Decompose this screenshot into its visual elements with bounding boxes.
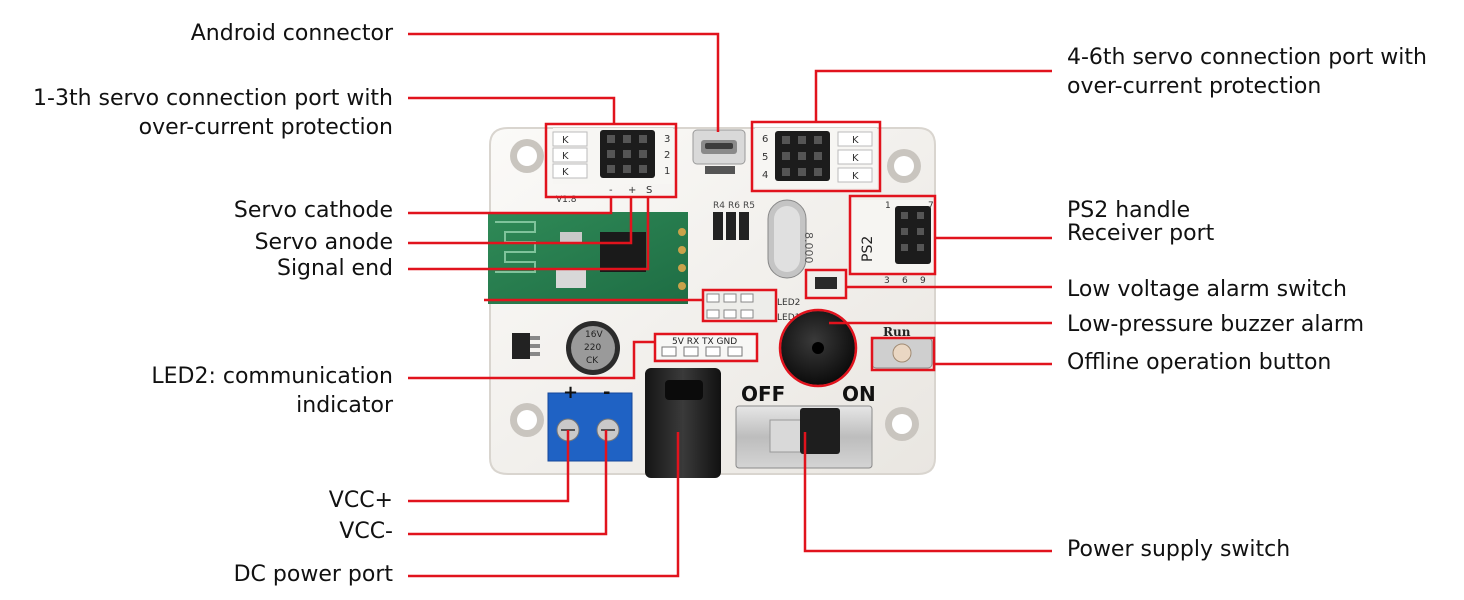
servo-header-4-6: 6 5 4 K K K: [755, 128, 877, 188]
svg-text:K: K: [562, 151, 569, 162]
svg-text:6: 6: [902, 276, 908, 286]
svg-text:CK: CK: [586, 356, 599, 366]
svg-text:ON: ON: [842, 382, 876, 406]
buzzer: [781, 311, 855, 385]
bluetooth-module: [488, 212, 688, 304]
frame-jumper: [804, 268, 848, 300]
leader-led2: [408, 340, 655, 380]
frame-uart: [653, 332, 759, 363]
uart-header: 5V RX TX GND: [654, 333, 758, 361]
label-servo-port-4-6: 4-6th servo connection port with over-cu…: [1067, 45, 1427, 99]
svg-text:K: K: [852, 135, 859, 146]
svg-text:LED1: LED1: [777, 313, 800, 323]
label-dc-power-port: DC power port: [233, 562, 393, 587]
svg-text:220: 220: [584, 343, 601, 353]
label-offline-button: Offline operation button: [1067, 350, 1332, 375]
mounting-hole: [510, 139, 921, 441]
alarm-jumper: [805, 269, 847, 299]
svg-text:5: 5: [762, 152, 768, 163]
leader-servo-cathode: [408, 196, 613, 215]
svg-text:K: K: [562, 135, 569, 146]
svg-text:2: 2: [664, 150, 670, 161]
svg-text:V1.8: V1.8: [556, 195, 577, 205]
frame-buzzer: [778, 308, 858, 388]
leader-vcc-minus: [408, 430, 608, 536]
svg-text:1: 1: [885, 201, 891, 211]
leader-dc-port: [408, 432, 680, 578]
micro-usb-connector: [692, 129, 746, 174]
svg-text:K: K: [852, 171, 859, 182]
svg-text:5V RX TX GND: 5V RX TX GND: [672, 337, 737, 347]
frame-ps2: [848, 194, 937, 276]
label-low-voltage-switch: Low voltage alarm switch: [1067, 277, 1347, 302]
svg-text:16V: 16V: [585, 330, 603, 340]
led-indicators: LED2 LED1: [703, 290, 800, 323]
crystal-oscillator: 8.000: [767, 199, 815, 279]
voltage-regulator: [512, 333, 540, 359]
svg-text:OFF: OFF: [741, 382, 785, 406]
svg-text:7: 7: [928, 201, 934, 211]
svg-text:1: 1: [664, 166, 670, 177]
leader-signal-end: [408, 196, 650, 271]
svg-text:R4: R4: [713, 201, 725, 211]
ps2-receiver-header: PS2 1 7 3 6 9: [852, 200, 934, 286]
label-led2: LED2: communication indicator: [151, 364, 393, 418]
frame-led2: [701, 288, 778, 323]
svg-text:K: K: [852, 153, 859, 164]
svg-text:-: -: [603, 382, 610, 403]
label-servo-port-1-3: 1-3th servo connection port with over-cu…: [33, 86, 393, 140]
svg-text:LED2: LED2: [777, 298, 800, 308]
label-servo-anode: Servo anode: [254, 230, 393, 255]
run-button: Run: [871, 325, 933, 369]
svg-text:Run: Run: [883, 325, 911, 339]
callout-frames: [544, 120, 937, 388]
screw-terminal: + -: [547, 382, 633, 462]
label-vcc-minus: VCC-: [339, 519, 393, 544]
capacitor: 16V 220 CK: [566, 321, 620, 375]
svg-text:9: 9: [920, 276, 926, 286]
label-servo-cathode: Servo cathode: [233, 198, 393, 223]
svg-text:4: 4: [762, 170, 768, 181]
leader-power-switch: [803, 432, 1052, 553]
svg-text:S: S: [646, 185, 652, 196]
label-ps2-handle: PS2 handle: [1067, 198, 1191, 223]
svg-text:6: 6: [762, 134, 768, 145]
leader-servo-anode: [408, 196, 633, 245]
leader-servo-4-6: [814, 69, 1052, 122]
leader-lines: [408, 32, 1052, 578]
svg-text:+: +: [563, 382, 578, 403]
servo-header-1-3: K K K: [552, 128, 673, 184]
leader-android: [408, 32, 720, 132]
dc-jack: [645, 368, 721, 478]
label-signal-end: Signal end: [276, 256, 393, 281]
svg-text:8.000: 8.000: [802, 232, 815, 264]
label-receiver-port: Receiver port: [1067, 221, 1215, 246]
svg-text:R6: R6: [728, 201, 740, 211]
svg-text:-: -: [609, 185, 613, 196]
label-buzzer-alarm: Low-pressure buzzer alarm: [1067, 312, 1365, 337]
svg-text:3: 3: [884, 276, 890, 286]
svg-text:R5: R5: [743, 201, 755, 211]
svg-text:3: 3: [664, 134, 670, 145]
frame-button: [870, 336, 936, 372]
leader-vcc-plus: [408, 430, 570, 503]
svg-text:+: +: [628, 185, 636, 196]
label-vcc-plus: VCC+: [328, 488, 393, 513]
label-power-switch: Power supply switch: [1067, 537, 1291, 562]
svg-text:K: K: [562, 167, 569, 178]
svg-text:PS2: PS2: [860, 236, 876, 262]
pin-number-labels: 3 2 1 - + S V1.8: [556, 134, 670, 205]
leader-servo-1-3: [408, 96, 616, 124]
resistor-array: R4 R6 R5: [713, 201, 755, 240]
label-android-connector: Android connector: [190, 21, 393, 46]
